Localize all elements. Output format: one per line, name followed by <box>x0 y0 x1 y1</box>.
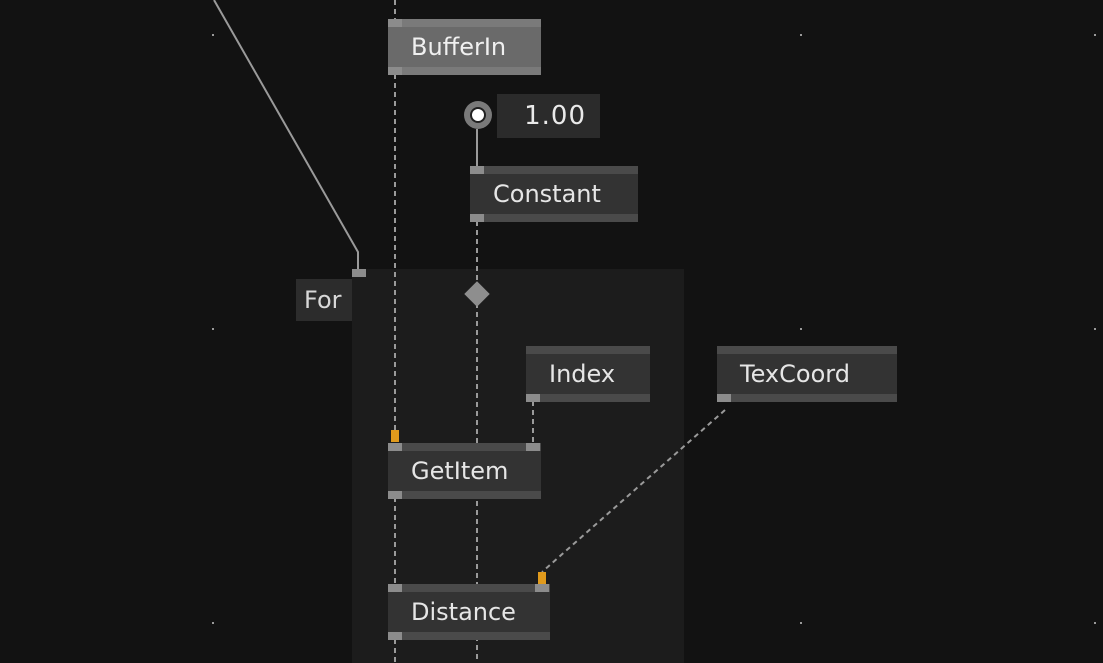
bufferin-input-pin[interactable] <box>388 19 402 27</box>
node-texcoord[interactable]: TexCoord <box>717 346 897 402</box>
value-iobox[interactable]: 1.00 <box>497 94 600 138</box>
getitem-input-pin-1[interactable] <box>388 443 402 451</box>
grid-dot <box>800 34 802 36</box>
distance-input-pin-1[interactable] <box>388 584 402 592</box>
getitem-output-pin[interactable] <box>388 491 402 499</box>
node-bufferin[interactable]: BufferIn <box>388 19 541 75</box>
getitem-pin-marker <box>391 430 399 442</box>
grid-dot <box>212 34 214 36</box>
grid-dot <box>1094 328 1096 330</box>
region-input-pin[interactable] <box>352 269 366 277</box>
for-region-label[interactable]: For <box>296 279 352 321</box>
link-to-for-region[interactable] <box>213 0 359 269</box>
grid-dot <box>1094 622 1096 624</box>
grid-dot <box>800 622 802 624</box>
grid-dot <box>212 622 214 624</box>
node-getitem[interactable]: GetItem <box>388 443 541 499</box>
constant-input-pin[interactable] <box>470 166 484 174</box>
node-constant[interactable]: Constant <box>470 166 638 222</box>
distance-input-pin-2[interactable] <box>535 584 549 592</box>
grid-dot <box>212 328 214 330</box>
texcoord-output-pin[interactable] <box>717 394 731 402</box>
bang-toggle-icon[interactable] <box>464 101 492 129</box>
node-index[interactable]: Index <box>526 346 650 402</box>
getitem-input-pin-2[interactable] <box>526 443 540 451</box>
distance-output-pin[interactable] <box>388 632 402 640</box>
node-distance[interactable]: Distance <box>388 584 550 640</box>
link-texcoord-distance[interactable] <box>541 409 726 573</box>
constant-output-pin[interactable] <box>470 214 484 222</box>
index-output-pin[interactable] <box>526 394 540 402</box>
grid-dot <box>1094 34 1096 36</box>
grid-dot <box>800 328 802 330</box>
distance-pin-marker <box>538 572 546 584</box>
bufferin-output-pin[interactable] <box>388 67 402 75</box>
